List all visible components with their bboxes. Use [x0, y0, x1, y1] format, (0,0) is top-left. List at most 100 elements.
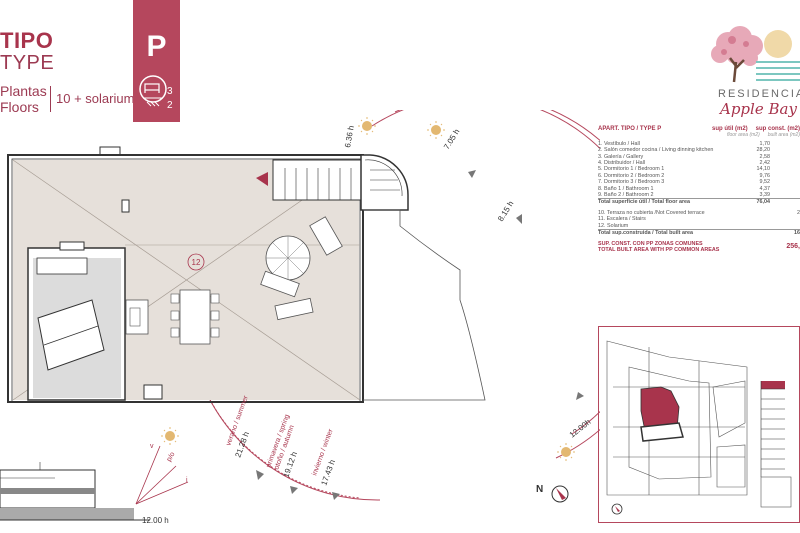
common-value: 256, — [786, 242, 800, 250]
common-label-en: TOTAL BUILT AREA WITH PP COMMON AREAS — [598, 246, 720, 253]
solarium-vent — [59, 241, 85, 251]
vent-block — [143, 384, 163, 400]
table-row: 2. Salón comedor cocina / Living dinning… — [598, 147, 800, 153]
section-label-po: p/o — [166, 451, 177, 463]
key-plan — [598, 326, 800, 523]
dining-table — [179, 289, 211, 345]
table-common-areas: SUP. CONST. CON PP ZONAS COMUNES TOTAL B… — [598, 241, 800, 254]
table-row-floor-area: 2,58 — [759, 153, 771, 160]
table-row-floor-area — [740, 223, 770, 229]
table-row-floor-area: 1,70 — [759, 140, 771, 147]
table-row-label: 9. Baño 2 / Bathroom 2 — [598, 192, 654, 199]
compass-icon: N — [536, 484, 569, 503]
table-row-label: 3. Galería / Gallery — [598, 153, 644, 160]
room-number-circle — [187, 253, 205, 271]
table-row: 7. Dormitorio 3 / Bedroom 3 9,52 — [598, 179, 800, 185]
table-row-label: 11. Escalera / Stairs — [598, 216, 646, 223]
table-row-label: 12. Solarium — [598, 222, 629, 229]
section-label-i: i — [186, 477, 188, 484]
area-table: APART. TIPO / TYPE P sup útil (m2) sup c… — [598, 126, 800, 253]
table-row-floor-area: 14,10 — [756, 166, 771, 173]
logo-text-residencial: RESIDENCIAL — [718, 88, 800, 100]
table-title: APART. TIPO / TYPE P — [598, 126, 662, 132]
table-row-label: 8. Baño 1 / Bathroom 1 — [598, 185, 654, 192]
table-row-floor-area: 2,42 — [759, 160, 771, 167]
floor-plan: 12 — [0, 110, 600, 521]
table-row-floor-area: 3,39 — [759, 192, 771, 199]
logo-text-name: Apple Bay — [720, 100, 797, 118]
arc-arrow-4 — [290, 486, 298, 494]
section-diagram: v p/o i — [0, 443, 189, 521]
inner-wall — [11, 158, 361, 403]
table-row-label: 5. Dormitorio 1 / Bedroom 1 — [598, 166, 665, 173]
sun-time-1: 6.36 h — [343, 125, 356, 148]
sun-time-3: 8.15 h — [496, 199, 515, 223]
section-label-v: v — [150, 443, 154, 450]
chimney — [121, 199, 130, 213]
table-row-label: 7. Dormitorio 3 / Bedroom 3 — [598, 179, 665, 186]
table-row-floor-area: 9,52 — [759, 179, 771, 186]
umbrella-icon — [265, 235, 311, 281]
section-noon-label: 12.00 h — [142, 516, 169, 525]
table-row: 8. Baño 1 / Bathroom 1 4,37 — [598, 186, 800, 192]
floors-label-es: Plantas — [0, 83, 47, 99]
total-built-value: 16 — [794, 230, 800, 237]
table-row-built-area — [772, 192, 800, 198]
sun-icon-4 — [161, 427, 179, 445]
table-row: 1. Vestíbulo / Hall 1,70 — [598, 141, 800, 147]
logo-tree-icon — [711, 26, 800, 83]
sun-time-4: 12.00h — [568, 417, 593, 439]
table-rows-built: 10. Terraza no cubierta /Not Covered ter… — [598, 210, 800, 229]
arc-arrow-5 — [332, 492, 340, 500]
type-badge-letter: P — [146, 30, 167, 63]
table-row-built-area: 2 — [797, 209, 800, 216]
table-row: 9. Baño 2 / Bathroom 2 3,39 — [598, 192, 800, 198]
type-title-es: TIPO — [0, 28, 54, 53]
total-built-label: Total sup.construida / Total built area — [598, 230, 694, 237]
table-row: 11. Escalera / Stairs — [598, 216, 800, 222]
adjacent-outline — [363, 209, 486, 401]
side-table-top — [129, 307, 141, 327]
sun-icon-1 — [358, 117, 376, 135]
solarium-skylight — [37, 299, 105, 371]
table-row-floor-area: 9,76 — [759, 172, 771, 179]
type-title-en: TYPE — [0, 52, 55, 74]
total-floor-value: 76,04 — [756, 199, 771, 206]
table-row: 4. Distribuidor / Hall 2,42 — [598, 160, 800, 166]
parapet-block — [99, 146, 121, 156]
section-marker — [256, 172, 268, 186]
table-col1-sub: floor area (m2) — [726, 132, 760, 139]
table-row-label: 1. Vestíbulo / Hall — [598, 140, 640, 147]
floors-label-en: Floors — [0, 99, 39, 115]
room-number: 12 — [192, 258, 201, 267]
common-label-es: SUP. CONST. CON PP ZONAS COMUNES — [598, 240, 703, 247]
arc-arrow-3 — [256, 470, 264, 480]
table-row-label: 4. Distribuidor / Hall — [598, 160, 646, 167]
bedroom-count: 3 — [167, 86, 173, 97]
table-col2: sup const. (m2) — [755, 126, 800, 132]
table-col2-sub: built area (m2) — [767, 132, 800, 139]
type-badge: P 3 2 — [133, 0, 180, 122]
dining-chairs — [170, 293, 220, 338]
header-divider — [50, 86, 51, 112]
sun-loungers — [260, 216, 343, 321]
key-plan-compass-icon — [611, 503, 623, 515]
table-row-floor-area: 28,20 — [756, 147, 771, 154]
table-row-built-area — [772, 223, 800, 229]
table-row: 3. Galería / Gallery 2,58 — [598, 154, 800, 160]
bathroom-count: 2 — [167, 100, 173, 111]
sun-icon-2 — [427, 121, 445, 139]
sun-arc-outer — [394, 110, 600, 459]
table-header: APART. TIPO / TYPE P sup útil (m2) sup c… — [598, 126, 800, 132]
compass-n: N — [536, 484, 543, 495]
arc-arrow-6 — [576, 392, 584, 400]
sun-arc-mid — [371, 110, 600, 435]
table-total-built: Total sup.construida / Total built area … — [598, 229, 800, 236]
table-row: 5. Dormitorio 1 / Bedroom 1 14,10 — [598, 166, 800, 172]
solarium-bench — [36, 257, 88, 275]
table-row-floor-area: 4,37 — [759, 185, 771, 192]
arc-arrow-2 — [516, 214, 522, 224]
table-col1: sup útil (m2) — [711, 126, 748, 132]
floors-label: Plantas Floors — [0, 83, 47, 115]
